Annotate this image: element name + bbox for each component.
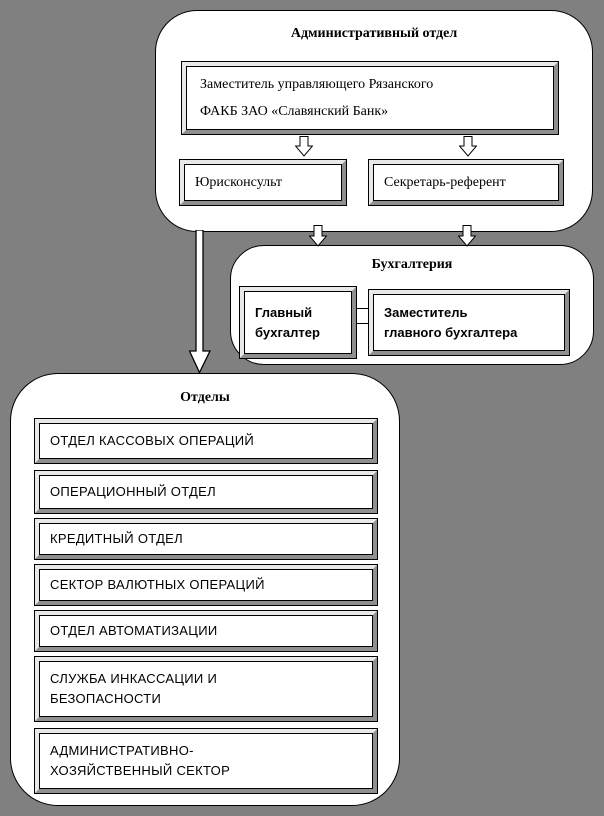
down-arrow-icon — [295, 136, 313, 157]
deputy-manager-box: Заместитель управляющего Рязанского ФАКБ… — [181, 61, 559, 135]
accounting-panel: Бухгалтерия Главный бухгалтер Заместител… — [230, 245, 594, 365]
dept-label: ОТДЕЛ КАССОВЫХ ОПЕРАЦИЙ — [39, 423, 373, 459]
down-arrow-icon — [458, 225, 476, 247]
deputy-chief-accountant-label: Заместитель главного бухгалтера — [373, 294, 565, 351]
departments-panel-title: Отделы — [180, 390, 230, 405]
dept-label: СЕКТОР ВАЛЮТНЫХ ОПЕРАЦИЙ — [39, 569, 373, 601]
dept-label: АДМИНИСТРАТИВНО- ХОЗЯЙСТВЕННЫЙ СЕКТОР — [39, 733, 373, 789]
dept-label: СЛУЖБА ИНКАССАЦИИ И БЕЗОПАСНОСТИ — [39, 661, 373, 717]
dept-label: КРЕДИТНЫЙ ОТДЕЛ — [39, 523, 373, 555]
big-down-arrow-icon — [189, 230, 211, 374]
legal-counsel-box: Юрисконсульт — [179, 159, 347, 206]
admin-panel-title: Административный отдел — [290, 26, 458, 41]
down-arrow-icon — [459, 136, 477, 157]
accounting-panel-title: Бухгалтерия — [371, 257, 453, 272]
dept-label: ОПЕРАЦИОННЫЙ ОТДЕЛ — [39, 475, 373, 509]
secretary-box: Секретарь-референт — [368, 159, 564, 206]
dept-box-operations: ОПЕРАЦИОННЫЙ ОТДЕЛ — [34, 470, 378, 514]
deputy-chief-accountant-box: Заместитель главного бухгалтера — [368, 289, 570, 356]
secretary-label: Секретарь-референт — [373, 164, 559, 201]
chief-accountant-label: Главный бухгалтер — [244, 291, 352, 354]
dept-box-security: СЛУЖБА ИНКАССАЦИИ И БЕЗОПАСНОСТИ — [34, 656, 378, 722]
deputy-manager-label: Заместитель управляющего Рязанского ФАКБ… — [186, 66, 554, 130]
dept-box-currency: СЕКТОР ВАЛЮТНЫХ ОПЕРАЦИЙ — [34, 564, 378, 606]
dept-box-cash-operations: ОТДЕЛ КАССОВЫХ ОПЕРАЦИЙ — [34, 418, 378, 464]
dept-box-credit: КРЕДИТНЫЙ ОТДЕЛ — [34, 518, 378, 560]
dept-box-automation: ОТДЕЛ АВТОМАТИЗАЦИИ — [34, 610, 378, 652]
down-arrow-icon — [309, 225, 327, 247]
departments-panel: Отделы ОТДЕЛ КАССОВЫХ ОПЕРАЦИЙ ОПЕРАЦИОН… — [10, 373, 400, 806]
admin-panel: Административный отдел Заместитель управ… — [155, 10, 593, 232]
chief-accountant-box: Главный бухгалтер — [239, 286, 357, 359]
dept-label: ОТДЕЛ АВТОМАТИЗАЦИИ — [39, 615, 373, 647]
dept-box-admin-household: АДМИНИСТРАТИВНО- ХОЗЯЙСТВЕННЫЙ СЕКТОР — [34, 728, 378, 794]
legal-counsel-label: Юрисконсульт — [184, 164, 342, 201]
